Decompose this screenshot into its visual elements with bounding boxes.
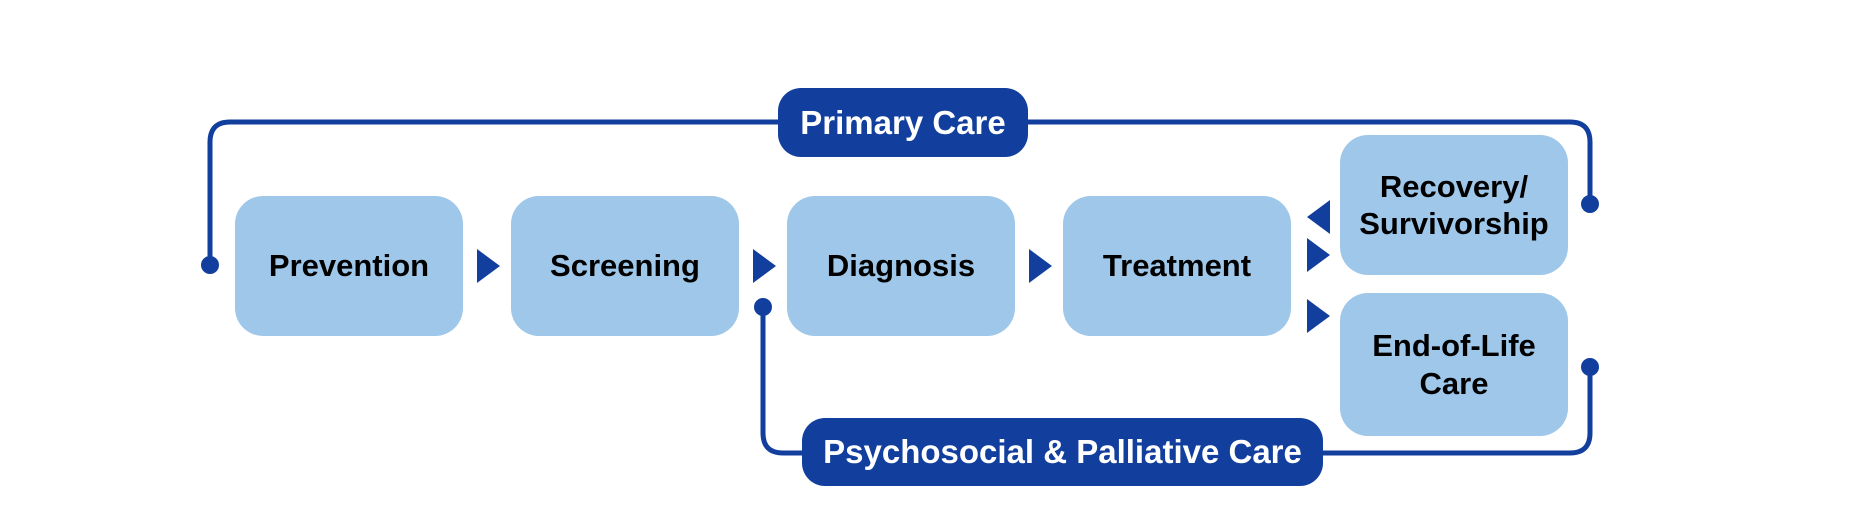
stage-box-screening: Screening xyxy=(511,196,739,336)
primary-care-connector-left xyxy=(207,119,778,258)
psychosocial-connector-left xyxy=(760,314,803,456)
stage-label: Treatment xyxy=(1102,248,1252,284)
arrow-right-icon xyxy=(1307,238,1330,272)
arrow-right-icon xyxy=(477,249,500,283)
stage-label: Screening xyxy=(550,248,700,284)
stage-box-diagnosis: Diagnosis xyxy=(787,196,1015,336)
stage-box-prevention: Prevention xyxy=(235,196,463,336)
psychosocial-right-endpoint-dot xyxy=(1581,358,1599,376)
stage-label: Diagnosis xyxy=(826,248,976,284)
arrow-right-icon xyxy=(1307,299,1330,333)
stage-box-end-of-life-care: End-of-Life Care xyxy=(1340,293,1568,436)
stage-box-recovery-survivorship: Recovery/ Survivorship xyxy=(1340,135,1568,275)
primary-care-right-endpoint-dot xyxy=(1581,195,1599,213)
psychosocial-branch-dot xyxy=(754,298,772,316)
pill-label: Primary Care xyxy=(800,103,1006,141)
arrow-right-icon xyxy=(753,249,776,283)
primary-care-left-endpoint-dot xyxy=(201,256,219,274)
arrow-right-icon xyxy=(1029,249,1052,283)
primary-care-connector-right xyxy=(1028,119,1593,197)
pill-psychosocial-palliative-care: Psychosocial & Palliative Care xyxy=(802,418,1323,486)
pill-primary-care: Primary Care xyxy=(778,88,1028,157)
arrow-left-icon xyxy=(1307,200,1330,234)
stage-label: End-of-Life Care xyxy=(1372,328,1536,401)
stage-box-treatment: Treatment xyxy=(1063,196,1291,336)
stage-label: Recovery/ Survivorship xyxy=(1359,168,1549,241)
stage-label: Prevention xyxy=(268,248,430,284)
psychosocial-connector-right xyxy=(1322,375,1593,456)
pill-label: Psychosocial & Palliative Care xyxy=(823,433,1302,470)
